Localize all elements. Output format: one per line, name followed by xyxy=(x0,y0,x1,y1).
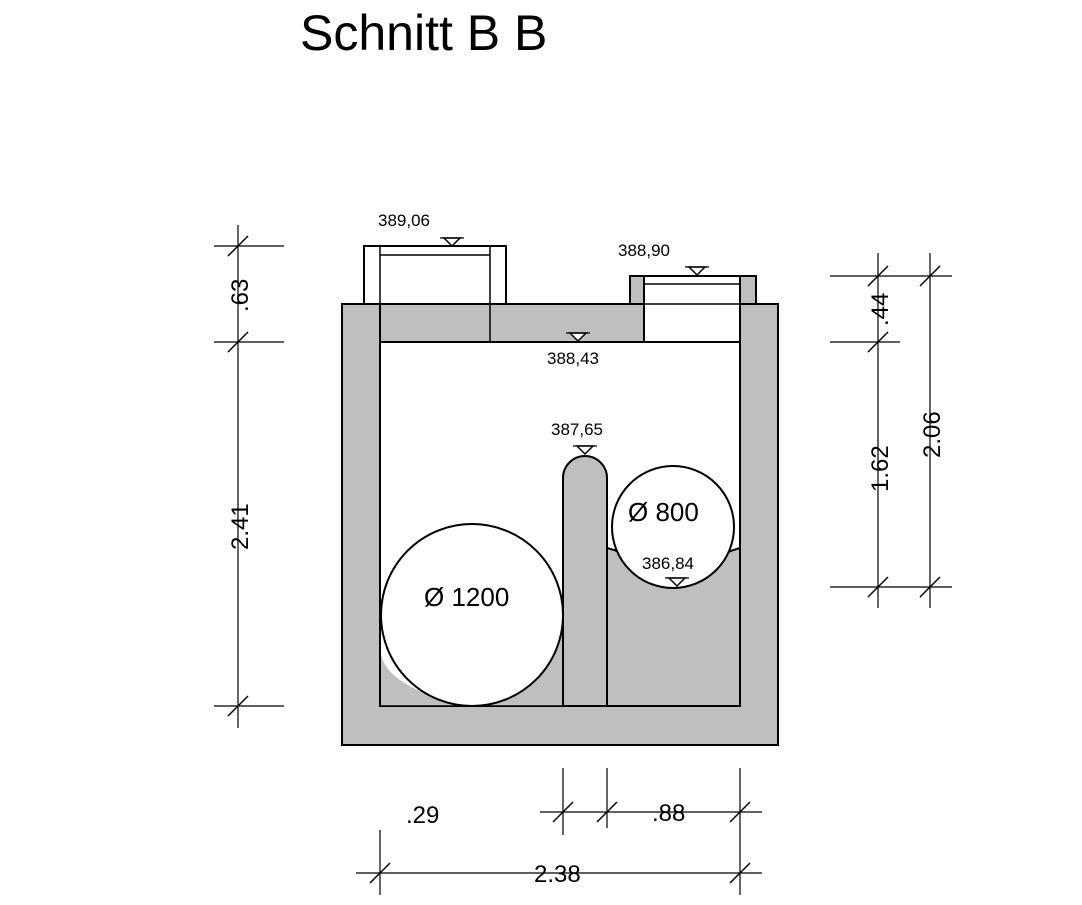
drawing-title: Schnitt B B xyxy=(300,5,547,61)
ceiling-slab xyxy=(379,303,645,343)
right-dimension-chain: .44 1.62 2.06 xyxy=(830,253,952,608)
level-small-pipe-invert: 386,84 xyxy=(642,554,694,573)
level-marker-icon xyxy=(687,266,707,277)
left-dimension-chain: .63 2.41 xyxy=(214,225,284,728)
dim-bottom-right: .88 xyxy=(652,800,685,827)
right-shaft-opening xyxy=(643,275,741,343)
dim-right-upper: .44 xyxy=(867,293,894,326)
level-marker-icon xyxy=(442,237,462,248)
left-bedding xyxy=(381,600,563,706)
dim-right-total: 2.06 xyxy=(919,411,946,458)
dim-bottom-wall: .29 xyxy=(406,802,439,829)
large-pipe xyxy=(380,523,564,707)
level-top-right: 388,90 xyxy=(618,241,670,260)
small-pipe xyxy=(611,465,735,589)
large-pipe-label: Ø 1200 xyxy=(424,582,509,612)
bottom-dimension-chain: .29 .88 2.38 xyxy=(356,768,762,895)
weir-wall xyxy=(562,455,608,707)
dim-left-upper: .63 xyxy=(227,279,254,312)
level-weir: 387,65 xyxy=(551,420,603,439)
level-top-left: 389,06 xyxy=(378,211,430,230)
level-ceiling: 388,43 xyxy=(547,349,599,368)
dim-left-lower: 2.41 xyxy=(227,503,254,550)
dim-right-middle: 1.62 xyxy=(867,445,894,492)
dim-bottom-total: 2.38 xyxy=(534,861,581,888)
small-pipe-label: Ø 800 xyxy=(628,497,699,527)
